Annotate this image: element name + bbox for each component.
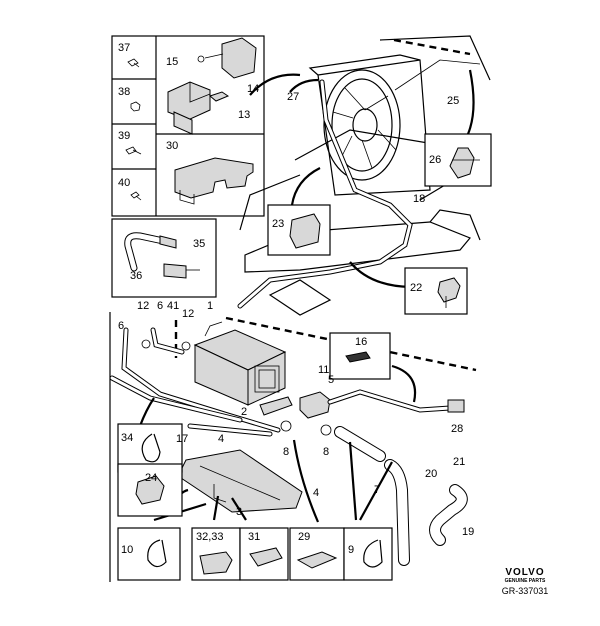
callout-12-second: 12 (182, 308, 195, 320)
bolt-icon-37 (127, 58, 140, 68)
clip-box-22 (404, 267, 468, 315)
clip-box-10 (117, 527, 181, 581)
arrow-16 (391, 364, 417, 403)
callout-4-lower: 4 (313, 487, 320, 499)
callout-6-top: 6 (157, 300, 164, 312)
callout-39: 39 (118, 130, 131, 142)
arrow-25 (466, 69, 475, 135)
callout-23: 23 (272, 218, 285, 230)
carbon-canister-illustration (193, 321, 287, 406)
callout-6-left: 6 (118, 320, 125, 332)
callout-2: 2 (241, 406, 248, 418)
callout-4-upper: 4 (218, 433, 225, 445)
callout-31: 31 (248, 531, 261, 543)
callout-18: 18 (413, 193, 426, 205)
arrow-9b (359, 461, 393, 521)
clip-box-23 (267, 204, 331, 256)
arrow-23 (290, 167, 321, 206)
volvo-logo: VOLVO (505, 567, 545, 578)
callout-27: 27 (287, 91, 300, 103)
clamp-8b (320, 424, 332, 436)
callout-40: 40 (118, 177, 131, 189)
callout-7: 7 (374, 484, 381, 496)
callout-12: 12 (137, 300, 150, 312)
callout-13: 13 (238, 109, 251, 121)
screw-icon-40 (130, 191, 142, 201)
callout-30: 30 (166, 140, 179, 152)
callout-3: 3 (236, 506, 243, 518)
callout-26: 26 (429, 154, 442, 166)
callout-32-33: 32,33 (196, 531, 224, 543)
callout-16: 16 (355, 336, 368, 348)
bracket-illustration-30 (174, 157, 254, 205)
callout-9: 9 (348, 544, 355, 556)
vapour-pipe-illustration (237, 79, 413, 309)
boundary-line-top (393, 38, 471, 56)
callout-21: 21 (453, 456, 466, 468)
purge-valve-illustration (299, 389, 465, 419)
callout-36: 36 (130, 270, 143, 282)
callout-17: 17 (176, 433, 189, 445)
callout-8-right: 8 (323, 446, 330, 458)
callout-37: 37 (118, 42, 131, 54)
solenoid-valve-illustration (167, 37, 257, 135)
clip-box-9 (343, 527, 393, 581)
callout-29: 29 (298, 531, 311, 543)
clip-box-3233 (191, 527, 241, 581)
clip-box-26 (424, 133, 492, 187)
callout-22: 22 (410, 282, 423, 294)
arrow-27 (289, 78, 319, 93)
bracket-illustration-2 (259, 396, 293, 416)
clamp-8a (280, 420, 292, 432)
callout-35: 35 (193, 238, 206, 250)
mounting-tray-illustration (177, 449, 303, 513)
callout-20: 20 (425, 468, 438, 480)
boundary-line-middle (225, 316, 477, 372)
arrow-29 (292, 439, 320, 523)
arrow-34 (138, 397, 155, 427)
clip-box-24 (117, 463, 183, 517)
callout-11: 11 (318, 364, 330, 376)
arrow-14 (249, 73, 301, 96)
callout-34: 34 (121, 432, 134, 444)
nut-icon-38 (130, 101, 141, 112)
callout-14: 14 (247, 83, 260, 95)
callout-38: 38 (118, 86, 131, 98)
callout-8-left: 8 (283, 446, 290, 458)
bolt-icon-39 (125, 146, 142, 155)
arrow-31 (231, 497, 247, 521)
callout-28: 28 (451, 423, 464, 435)
callout-41: 41 (167, 300, 180, 312)
callout-24: 24 (145, 472, 158, 484)
clip-box-29 (289, 527, 345, 581)
callout-10: 10 (121, 544, 134, 556)
callout-15: 15 (166, 56, 179, 68)
drawing-number: GR-337031 (501, 586, 549, 596)
callout-19: 19 (462, 526, 475, 538)
arrow-9a (348, 441, 358, 521)
clip-box-31 (239, 527, 289, 581)
inset-panel-hose (111, 218, 217, 298)
genuine-parts-tagline: GENUINE PARTS (504, 578, 546, 584)
arrow-22 (349, 261, 411, 289)
arrow-3233 (212, 495, 220, 521)
part-box-16 (329, 332, 391, 380)
callout-1: 1 (207, 300, 214, 312)
callout-25: 25 (447, 95, 460, 107)
callout-5: 5 (328, 374, 335, 386)
